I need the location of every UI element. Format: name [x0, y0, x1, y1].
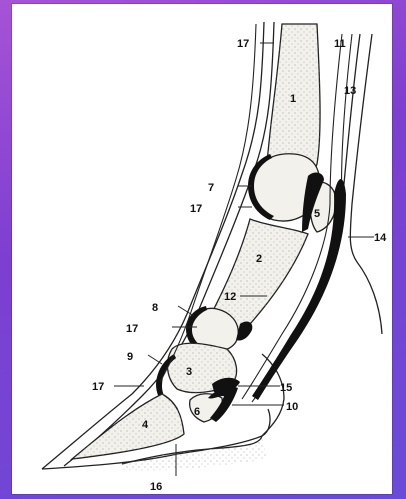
label-17-fetlock: 17	[190, 203, 202, 215]
label-14: 14	[374, 232, 387, 244]
label-17-pastern: 17	[126, 323, 138, 335]
diagram-frame: 17 11 1 13 7 17 5 14 2 12 8 17 9 3 15 17…	[12, 4, 392, 494]
skin-back-inner	[342, 34, 360, 204]
label-12: 12	[224, 291, 236, 303]
label-15: 15	[280, 382, 292, 394]
label-7: 7	[208, 182, 214, 194]
label-16: 16	[150, 481, 162, 493]
label-8: 8	[152, 302, 158, 314]
label-6: 6	[194, 406, 200, 418]
label-10: 10	[286, 401, 298, 413]
label-1: 1	[290, 93, 296, 105]
label-13: 13	[344, 85, 356, 97]
label-2: 2	[256, 253, 262, 265]
label-17-top: 17	[237, 38, 249, 50]
hoof-anatomy-diagram: 17 11 1 13 7 17 5 14 2 12 8 17 9 3 15 17…	[12, 4, 392, 494]
label-9: 9	[127, 351, 133, 363]
coffin-bone-texture	[72, 394, 184, 459]
label-17-coffin: 17	[92, 381, 104, 393]
label-3: 3	[186, 366, 192, 378]
label-11: 11	[334, 38, 346, 50]
label-5: 5	[314, 208, 320, 220]
label-4: 4	[142, 419, 149, 431]
